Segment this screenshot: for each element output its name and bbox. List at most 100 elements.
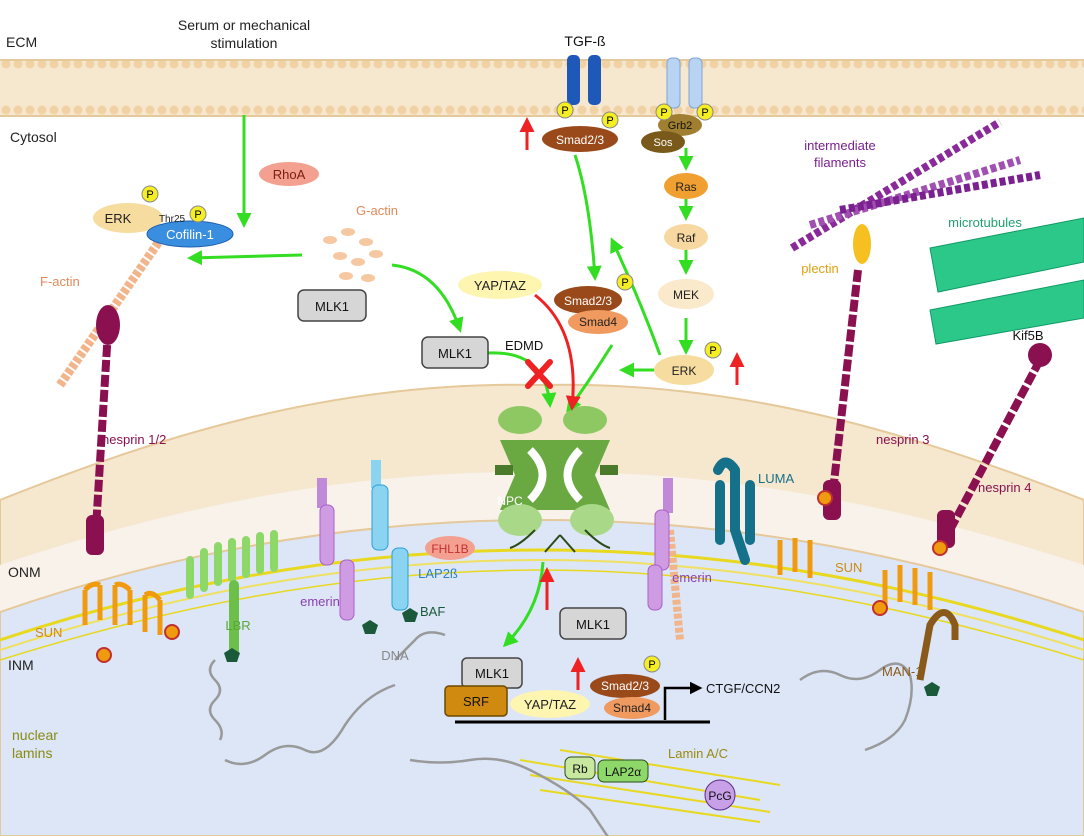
microtubules-label: microtubules	[948, 215, 1022, 230]
yap-taz-nuc-label: YAP/TAZ	[524, 697, 576, 712]
nesprin4-label: nesprin 4	[978, 480, 1031, 495]
g-actin-label: G-actin	[356, 203, 398, 218]
intermediate-filaments	[789, 118, 1041, 252]
yap-taz-cyto-shape	[458, 271, 542, 299]
plasma-membrane	[0, 59, 1084, 117]
sos-label: Sos	[654, 137, 673, 149]
f-actin-label: F-actin	[40, 274, 80, 289]
rhoa-shape	[259, 162, 319, 186]
mlk1-cyto-shape	[297, 289, 367, 322]
mlk1-mid-shape	[421, 336, 489, 369]
microtubules	[929, 217, 1084, 345]
luma-protein	[713, 457, 755, 565]
erk-left-shape	[93, 203, 163, 233]
rhoa-label: RhoA	[273, 167, 306, 182]
mek-shape	[658, 279, 714, 309]
ras-shape	[664, 173, 708, 199]
npc-label: NPC	[497, 494, 523, 508]
phospho-label: P	[660, 107, 667, 119]
emerin-right	[647, 478, 673, 611]
edmd-label: EDMD	[505, 338, 543, 353]
sun-right-label: SUN	[835, 560, 862, 575]
mlk1-mid-label: MLK1	[438, 346, 472, 361]
dna-label: DNA	[381, 648, 409, 663]
smad4-nuc-shape	[604, 697, 660, 719]
fhl1b-shape	[425, 536, 475, 560]
fhl1b-label: FHL1B	[431, 542, 468, 556]
phospho-label: P	[606, 115, 613, 127]
pcg-label: PcG	[708, 789, 731, 803]
mek-label: MEK	[673, 288, 699, 302]
mlk1-nuc-label: MLK1	[576, 617, 610, 632]
baf-node	[402, 608, 418, 622]
mlk1-srf-label: MLK1	[475, 666, 509, 681]
phospho-badge-smad23-nuc: P	[643, 655, 661, 673]
phospho-badge-cofilin: P	[189, 205, 207, 223]
nesprin-12-chain	[86, 305, 120, 555]
tgfb-label: TGF-ß	[564, 33, 605, 49]
sos-shape	[641, 131, 685, 153]
stimulus-label-line1: Serum or mechanical	[178, 17, 310, 33]
phospho-badge-erk-left: P	[141, 185, 159, 203]
ctgf-label: CTGF/CCN2	[706, 681, 780, 696]
mlk1-nuc-shape	[559, 607, 627, 640]
yap-taz-cyto-label: YAP/TAZ	[474, 278, 526, 293]
smad4-mid-shape	[568, 310, 628, 334]
rb-shape	[564, 756, 596, 780]
phospho-label: P	[146, 189, 153, 201]
luma-label: LUMA	[758, 471, 794, 486]
phospho-label: P	[561, 105, 568, 117]
lamin-ac-label: Lamin A/C	[668, 746, 728, 761]
pcg-shape	[704, 779, 736, 811]
cytosol-label: Cytosol	[10, 129, 57, 145]
erk-left-label: ERK	[105, 211, 132, 226]
phospho-badge-tgfb-receptor: P	[556, 101, 574, 119]
grb2-shape	[658, 114, 702, 136]
kif5b-label: Kif5B	[1012, 328, 1043, 343]
npc-structure	[495, 406, 618, 553]
lbr-protein	[186, 530, 278, 657]
phospho-badge-smad23-mid: P	[616, 273, 634, 291]
man1-protein	[916, 609, 959, 681]
phospho-label: P	[621, 277, 628, 289]
man1-baf-node	[924, 682, 940, 696]
ecm-label: ECM	[6, 34, 37, 50]
g-actin-monomers	[323, 228, 383, 282]
nuclear-lamins-label-line2: lamins	[12, 745, 52, 761]
srf-shape	[444, 685, 508, 717]
sun-left-label: SUN	[35, 625, 62, 640]
smad23-nuc-label: Smad2/3	[601, 679, 649, 693]
cofilin-label: Cofilin-1	[166, 227, 214, 242]
grb2-label: Grb2	[668, 120, 692, 132]
nuclear-lamins-label-line1: nuclear	[12, 727, 58, 743]
edmd-block-x	[525, 359, 553, 389]
smad23-mid-shape	[554, 286, 622, 314]
phospho-label: P	[709, 345, 716, 357]
plectin-label: plectin	[801, 261, 839, 276]
erk-right-label: ERK	[672, 364, 697, 378]
smad23-mid-label: Smad2/3	[564, 294, 612, 308]
transcription-arrow	[663, 681, 703, 720]
lbr-label: LBR	[225, 618, 250, 633]
emerin-right-label: emerin	[672, 570, 712, 585]
lap2a-label: LAP2α	[605, 765, 641, 779]
emerin-baf-node	[362, 620, 378, 634]
lap2b-protein	[371, 460, 409, 611]
cofilin-shape	[146, 220, 234, 248]
sun-protein-right	[777, 490, 948, 616]
inm-label: INM	[8, 657, 34, 673]
phospho-badge-rtk-left: P	[655, 103, 673, 121]
rb-label: Rb	[572, 762, 588, 776]
raf-label: Raf	[677, 231, 696, 245]
nesprin-4-chain	[937, 343, 1052, 548]
nesprin12-label: nesprin 1/2	[102, 432, 166, 447]
nesprin3-label: nesprin 3	[876, 432, 929, 447]
smad4-nuc-label: Smad4	[613, 701, 651, 715]
mlk1-cyto-label: MLK1	[315, 299, 349, 314]
ras-label: Ras	[675, 180, 696, 194]
phospho-badge-smad23-top: P	[601, 111, 619, 129]
smad23-top-label: Smad2/3	[556, 133, 604, 147]
lap2a-shape	[597, 759, 649, 783]
srf-label: SRF	[463, 694, 489, 709]
intermediate-filaments-label-line2: filaments	[814, 155, 867, 170]
